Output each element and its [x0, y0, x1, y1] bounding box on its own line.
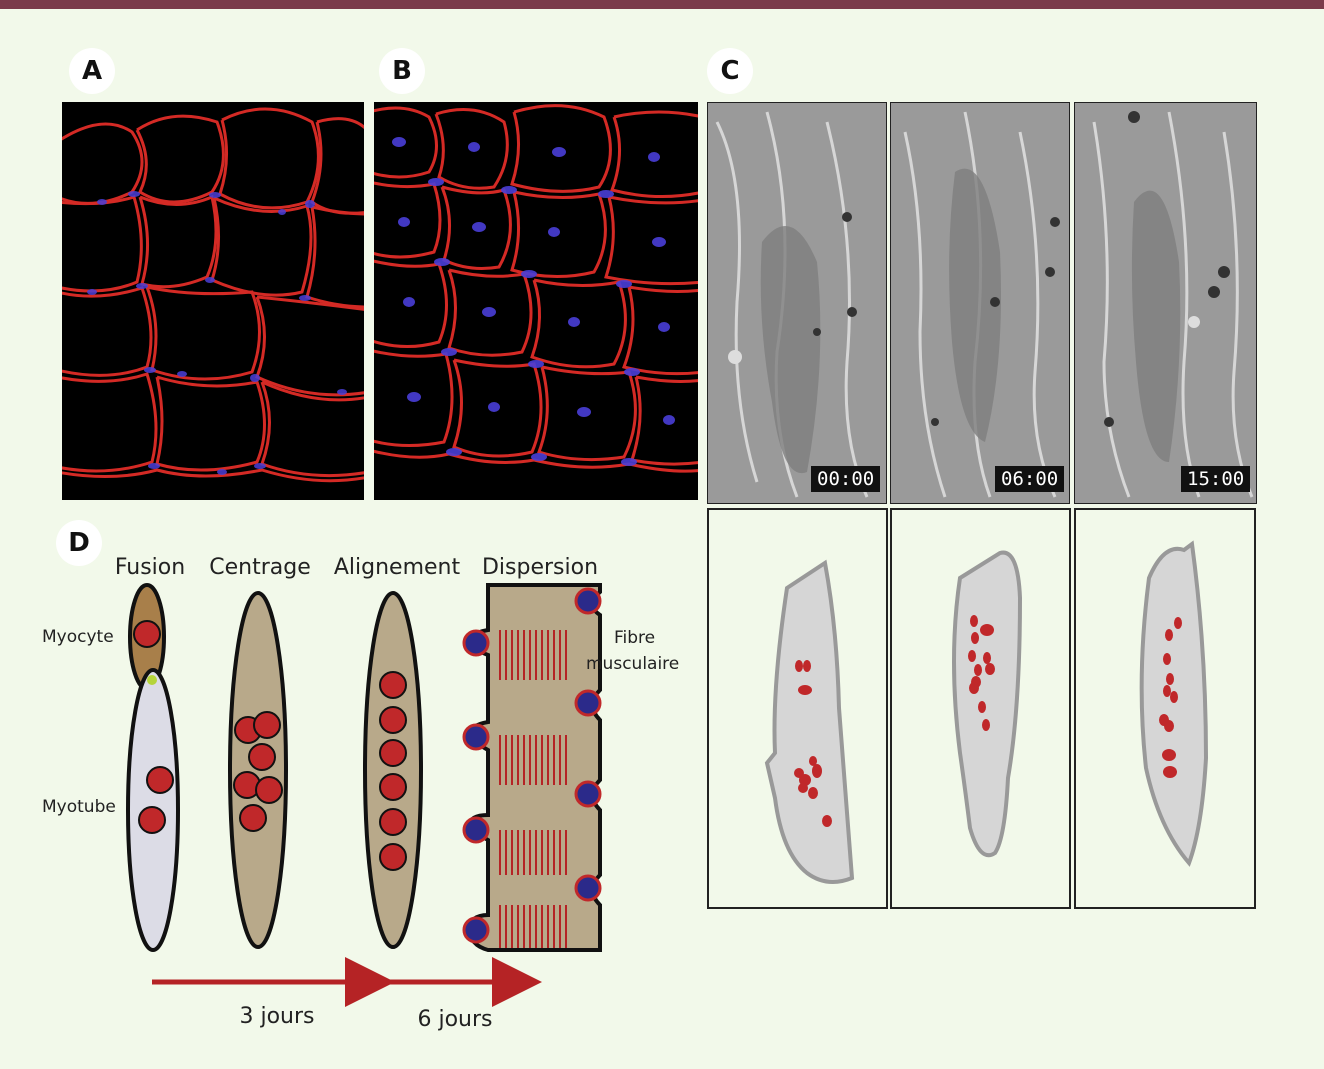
- top-bar: [0, 0, 1324, 9]
- panel-c-label: C: [707, 48, 753, 94]
- stage-dispersion: Dispersion: [482, 555, 598, 580]
- arrow-label-3-jours: 3 jours: [239, 1004, 314, 1029]
- alignement-myotube: [363, 591, 423, 949]
- myocyte-label: Myocyte: [42, 627, 114, 647]
- timestamp-2: 06:00: [995, 466, 1065, 492]
- panel-c-tracing-2: [890, 508, 1071, 909]
- arrow-label-6-jours: 6 jours: [417, 1007, 492, 1032]
- timestamp-3: 15:00: [1181, 466, 1251, 492]
- panel-c-tracing-1: [707, 508, 888, 909]
- panel-d-label: D: [56, 520, 102, 566]
- panel-b-label: B: [379, 48, 425, 94]
- myotube-label: Myotube: [42, 797, 116, 817]
- panel-a-label: A: [69, 48, 115, 94]
- stage-centrage: Centrage: [209, 555, 311, 580]
- timestamp-1: 00:00: [811, 466, 881, 492]
- panel-c-tracing-3: [1074, 508, 1256, 909]
- panel-c-frame-2: [890, 102, 1070, 504]
- panel-c-frame-3: [1074, 102, 1257, 504]
- fibre-label-2: musculaire: [586, 654, 679, 674]
- panel-c-frame-1: [707, 102, 887, 504]
- stage-alignement: Alignement: [334, 555, 461, 580]
- panel-d-schematic: Fusion Centrage Alignement Dispersion My…: [42, 555, 679, 1032]
- panel-a-micrograph: [62, 102, 364, 500]
- fibre-label-1: Fibre: [614, 628, 655, 648]
- stage-fusion: Fusion: [115, 555, 185, 580]
- panel-b-micrograph: [374, 102, 698, 500]
